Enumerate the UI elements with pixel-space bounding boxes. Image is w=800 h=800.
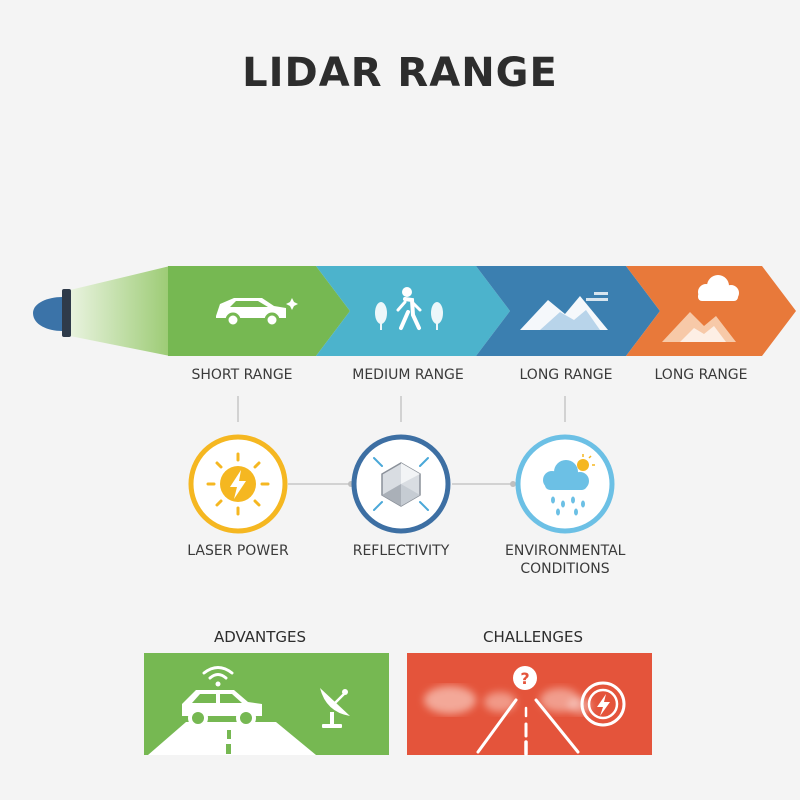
range-segment-long-extended bbox=[626, 266, 796, 356]
interference-icon bbox=[580, 681, 626, 727]
connector-node bbox=[510, 481, 516, 487]
mountain-icon bbox=[520, 292, 608, 330]
svg-text:?: ? bbox=[520, 669, 529, 688]
car-icon bbox=[216, 298, 298, 328]
tree-icon bbox=[375, 302, 443, 330]
foggy-road-icon bbox=[476, 698, 580, 756]
question-mark-icon: ? bbox=[513, 666, 537, 690]
wifi-icon bbox=[202, 666, 234, 687]
factor-label-environmental: ENVIRONMENTAL CONDITIONS bbox=[505, 543, 626, 577]
lidar-emitter-cap bbox=[62, 289, 71, 337]
page-title: LIDAR RANGE bbox=[242, 50, 558, 96]
pedestrian-icon bbox=[396, 287, 422, 330]
range-label-long: LONG RANGE bbox=[519, 367, 613, 383]
road-icon bbox=[148, 722, 316, 755]
cloud-icon bbox=[698, 275, 739, 301]
sun-bolt-icon bbox=[206, 452, 270, 516]
lidar-emitter-icon bbox=[33, 297, 62, 331]
factor-label-reflectivity: REFLECTIVITY bbox=[352, 543, 450, 559]
connected-car-icon bbox=[182, 690, 262, 728]
factor-label-laser-power: LASER POWER bbox=[187, 543, 289, 559]
fog-blur bbox=[424, 686, 592, 714]
challenges-title: CHALLENGES bbox=[482, 628, 584, 646]
hills-icon bbox=[662, 312, 736, 342]
rain-cloud-icon bbox=[543, 454, 595, 516]
range-label-short: SHORT RANGE bbox=[191, 367, 293, 383]
satellite-dish-icon bbox=[320, 688, 350, 728]
laser-beam bbox=[70, 266, 170, 356]
range-label-medium: MEDIUM RANGE bbox=[352, 367, 464, 383]
advantages-title: ADVANTGES bbox=[213, 628, 307, 646]
connector-lines bbox=[237, 396, 566, 485]
range-label-long-extended: LONG RANGE bbox=[654, 367, 748, 383]
diamond-reflector-icon bbox=[373, 457, 429, 511]
